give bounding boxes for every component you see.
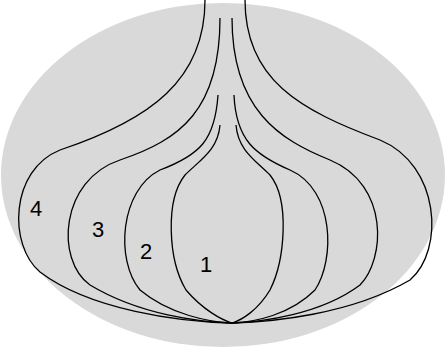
callout-number: 2: [140, 241, 152, 263]
callout-number: 4: [30, 198, 42, 220]
layer-1-right: [232, 125, 283, 323]
layer-1-left: [171, 125, 232, 323]
layer-2-left: [125, 95, 232, 323]
callout-number: 3: [92, 219, 104, 241]
layer-2-right: [232, 95, 328, 323]
layer-4-left: [19, 0, 232, 323]
layer-3-right: [232, 18, 378, 323]
callout-number: 1: [200, 254, 212, 276]
layer-4-right: [232, 0, 432, 323]
layer-3-left: [68, 18, 232, 323]
